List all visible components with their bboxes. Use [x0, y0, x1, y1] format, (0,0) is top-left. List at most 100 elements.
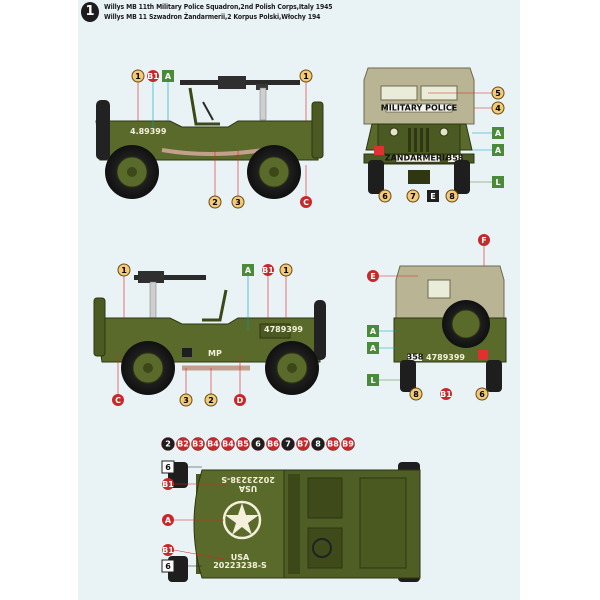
- hood-usa-top: USA: [238, 484, 257, 493]
- legend-marker: [161, 437, 175, 451]
- legend-marker-label: 2: [165, 440, 171, 449]
- callout-a-top: A: [165, 516, 172, 525]
- grille: [408, 128, 429, 152]
- callouts-side-right: 1 B1 A 1 2 3 C: [131, 69, 313, 209]
- callout-3-side-right: 3: [235, 198, 241, 207]
- bumper-code-rear: 358: [407, 353, 424, 362]
- windshield-side-left: [202, 289, 228, 322]
- callout-a-rear-2: A: [370, 344, 377, 353]
- callout-d-side-left: D: [237, 396, 244, 405]
- callout-c-side-left: C: [115, 396, 121, 405]
- hood-usa-bottom: USA: [231, 553, 250, 562]
- callout-8-front: 8: [449, 192, 455, 201]
- legend-marker: [326, 437, 340, 451]
- military-police-text: MILITARY POLICE: [381, 104, 457, 113]
- grille-edge-side-left: [93, 297, 106, 357]
- header-title-polish: Willys MB 11 Szwadron Żandarmerii,2 Korp…: [104, 13, 321, 21]
- callout-4-front: 4: [495, 104, 501, 113]
- legend-marker-label: B6: [267, 440, 279, 449]
- decal-sheet: 1 Willys MB 11th Military Police Squadro…: [78, 0, 520, 600]
- legend-marker: [191, 437, 205, 451]
- right-wheel-rear: [486, 360, 502, 392]
- legend-marker-label: B3: [192, 440, 204, 449]
- bumper-code-front: 358: [447, 154, 464, 163]
- serial-side-left: 4789399: [264, 325, 303, 334]
- rear-wheel-side-right: [105, 145, 159, 199]
- zandarmeria-text: ZANDARMERIA: [385, 154, 452, 163]
- callout-l-rear: L: [370, 376, 375, 385]
- callout-1b-side-right: 1: [303, 72, 309, 81]
- legend-marker-label: 6: [255, 440, 261, 449]
- legend-marker: [296, 437, 310, 451]
- callouts-front: 5 4 A A L 6 7 E 8: [378, 86, 505, 203]
- callout-b1-top-1: B1: [162, 480, 174, 489]
- military-police-sign: [385, 103, 453, 113]
- callout-7-front: 7: [410, 192, 416, 201]
- jeep-rear-view: 358 4789399: [393, 265, 507, 392]
- callout-1-side-left: 1: [121, 266, 127, 275]
- front-wheel-side-right: [247, 145, 301, 199]
- callout-f-rear: F: [481, 236, 486, 245]
- callout-b1-rear: B1: [440, 390, 452, 399]
- hood-number-top: 20223238-S: [221, 475, 275, 484]
- machine-gun-side-right: [180, 76, 300, 121]
- legend-marker: [206, 437, 220, 451]
- scheme-number-badge: 1: [81, 2, 99, 22]
- callout-6-front: 6: [382, 192, 388, 201]
- legend-marker-label: B4: [207, 440, 219, 449]
- jeep-top-view: USA 20223238-S USA 20223238-S: [168, 462, 421, 582]
- spare-tire-side-right: [96, 100, 110, 160]
- callout-c-side-right: C: [303, 198, 309, 207]
- callout-6-top-2: 6: [165, 562, 171, 571]
- jeep-side-view-left: 4789399 MP: [93, 271, 326, 395]
- callout-a-rear-1: A: [370, 327, 377, 336]
- legend-marker: [236, 437, 250, 451]
- legend-marker-label: B2: [177, 440, 189, 449]
- spare-tire-rear: [442, 300, 490, 348]
- legend-marker-label: B9: [342, 440, 354, 449]
- legend-marker: [221, 437, 235, 451]
- exhaust-pipe-side-right: [161, 148, 265, 156]
- left-wheel-rear: [400, 360, 416, 392]
- vehicle-drawings: 4.89399 1 B1: [93, 67, 507, 582]
- callouts-side-left: 1 A B1 1 C 3 2 D: [112, 263, 293, 407]
- header-title-english: Willys MB 11th Military Police Squadron,…: [104, 3, 333, 11]
- mp-marking: MP: [208, 349, 222, 358]
- red-emblem-rear: [478, 350, 488, 360]
- grille-edge-side-right: [311, 101, 324, 159]
- callout-1b-side-left: 1: [283, 266, 289, 275]
- front-wheel-side-left: [121, 341, 175, 395]
- callout-5-front: 5: [495, 89, 501, 98]
- callout-6-top-1: 6: [165, 463, 171, 472]
- legend-marker: [176, 437, 190, 451]
- callouts-rear: E F A A L 8 B1 6: [367, 234, 490, 401]
- legend-marker-label: B8: [327, 440, 339, 449]
- legend-marker: [341, 437, 355, 451]
- windshield-side-right: [188, 87, 220, 126]
- callout-e-rear: E: [370, 272, 375, 281]
- machine-gun-side-left: [134, 271, 206, 319]
- callout-a-side-left: A: [245, 266, 252, 275]
- red-emblem-front: [374, 146, 384, 155]
- serial-side-right: 4.89399: [130, 127, 167, 136]
- rear-wheel-side-left: [265, 341, 319, 395]
- legend-marker: [251, 437, 265, 451]
- sheet-header: 1 Willys MB 11th Military Police Squadro…: [78, 0, 520, 34]
- callout-a-front-1: A: [495, 129, 502, 138]
- callout-l-front: L: [495, 178, 500, 187]
- hood-number-bottom: 20223238-S: [213, 561, 267, 570]
- legend-marker-label: B4: [222, 440, 234, 449]
- callout-a-front-2: A: [495, 146, 502, 155]
- legend-marker-label: B7: [297, 440, 309, 449]
- legend-marker: [281, 437, 295, 451]
- callouts-top: 6 B1 A B1 6: [161, 460, 229, 573]
- callout-b1-top-2: B1: [162, 546, 174, 555]
- callout-8-rear: 8: [413, 390, 419, 399]
- legend-marker-label: 7: [285, 440, 291, 449]
- jeep-front-view: MILITARY POLICE ZANDARMERIA 358: [363, 67, 475, 194]
- callout-b1-side-left: B1: [262, 266, 274, 275]
- spare-tire-side-left: [314, 300, 326, 360]
- left-wheel-front: [368, 160, 384, 194]
- callout-2-side-right: 2: [212, 198, 218, 207]
